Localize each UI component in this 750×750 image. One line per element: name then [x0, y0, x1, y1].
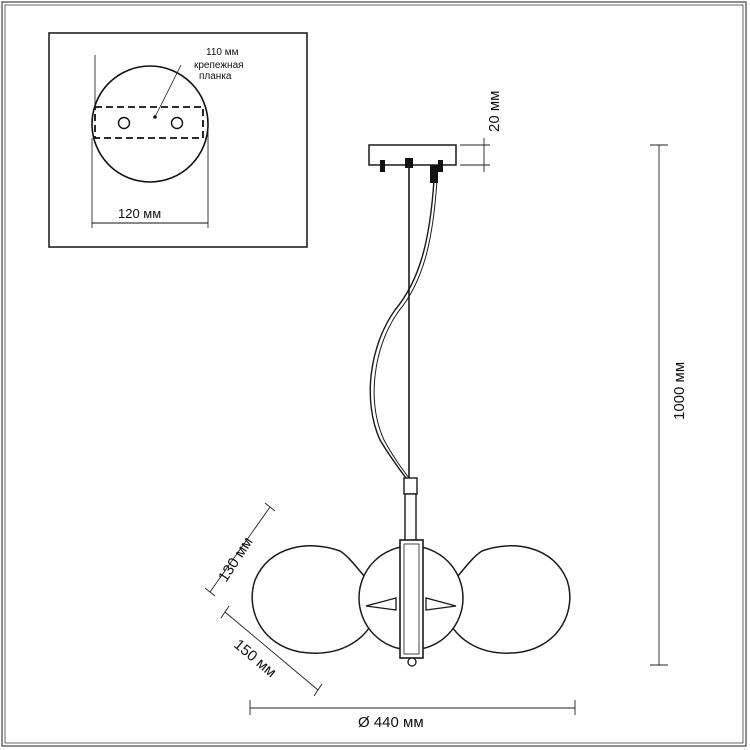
shade-height-dim	[209, 506, 271, 593]
right-socket	[425, 597, 457, 611]
pendant-fixture	[251, 144, 571, 667]
mount-leader	[154, 64, 182, 118]
mount-hole-right	[170, 116, 184, 130]
left-glass-shade	[251, 545, 394, 654]
left-socket	[365, 597, 397, 611]
mount-length-label: 110 мм	[206, 47, 239, 58]
lower-rod	[404, 493, 417, 543]
rod-connector	[403, 477, 418, 495]
shade-width-label: 150 мм	[230, 636, 279, 681]
total-height-label: 1000 мм	[671, 362, 688, 420]
mount-hole-left	[117, 116, 131, 130]
canopy-top-circle	[91, 65, 209, 183]
right-glass-shade	[428, 545, 571, 654]
overall-diameter-label: Ø 440 мм	[358, 714, 424, 731]
dimension-lines	[204, 138, 668, 715]
mount-label-line2: планка	[199, 71, 232, 82]
central-body	[399, 539, 424, 659]
power-cable	[369, 179, 435, 483]
canopy-screws	[380, 158, 443, 183]
canopy-height-label: 20 мм	[486, 91, 503, 132]
mounting-bar	[94, 106, 204, 139]
mount-label-line1: крепежная	[194, 60, 244, 71]
mount-inset: 110 мм крепежная планка 120 мм	[48, 32, 308, 248]
canopy-diameter-label: 120 мм	[118, 206, 161, 221]
shade-height-label: 130 мм	[215, 534, 256, 585]
bottom-finial	[407, 657, 417, 667]
shade-width-dim	[224, 611, 319, 691]
